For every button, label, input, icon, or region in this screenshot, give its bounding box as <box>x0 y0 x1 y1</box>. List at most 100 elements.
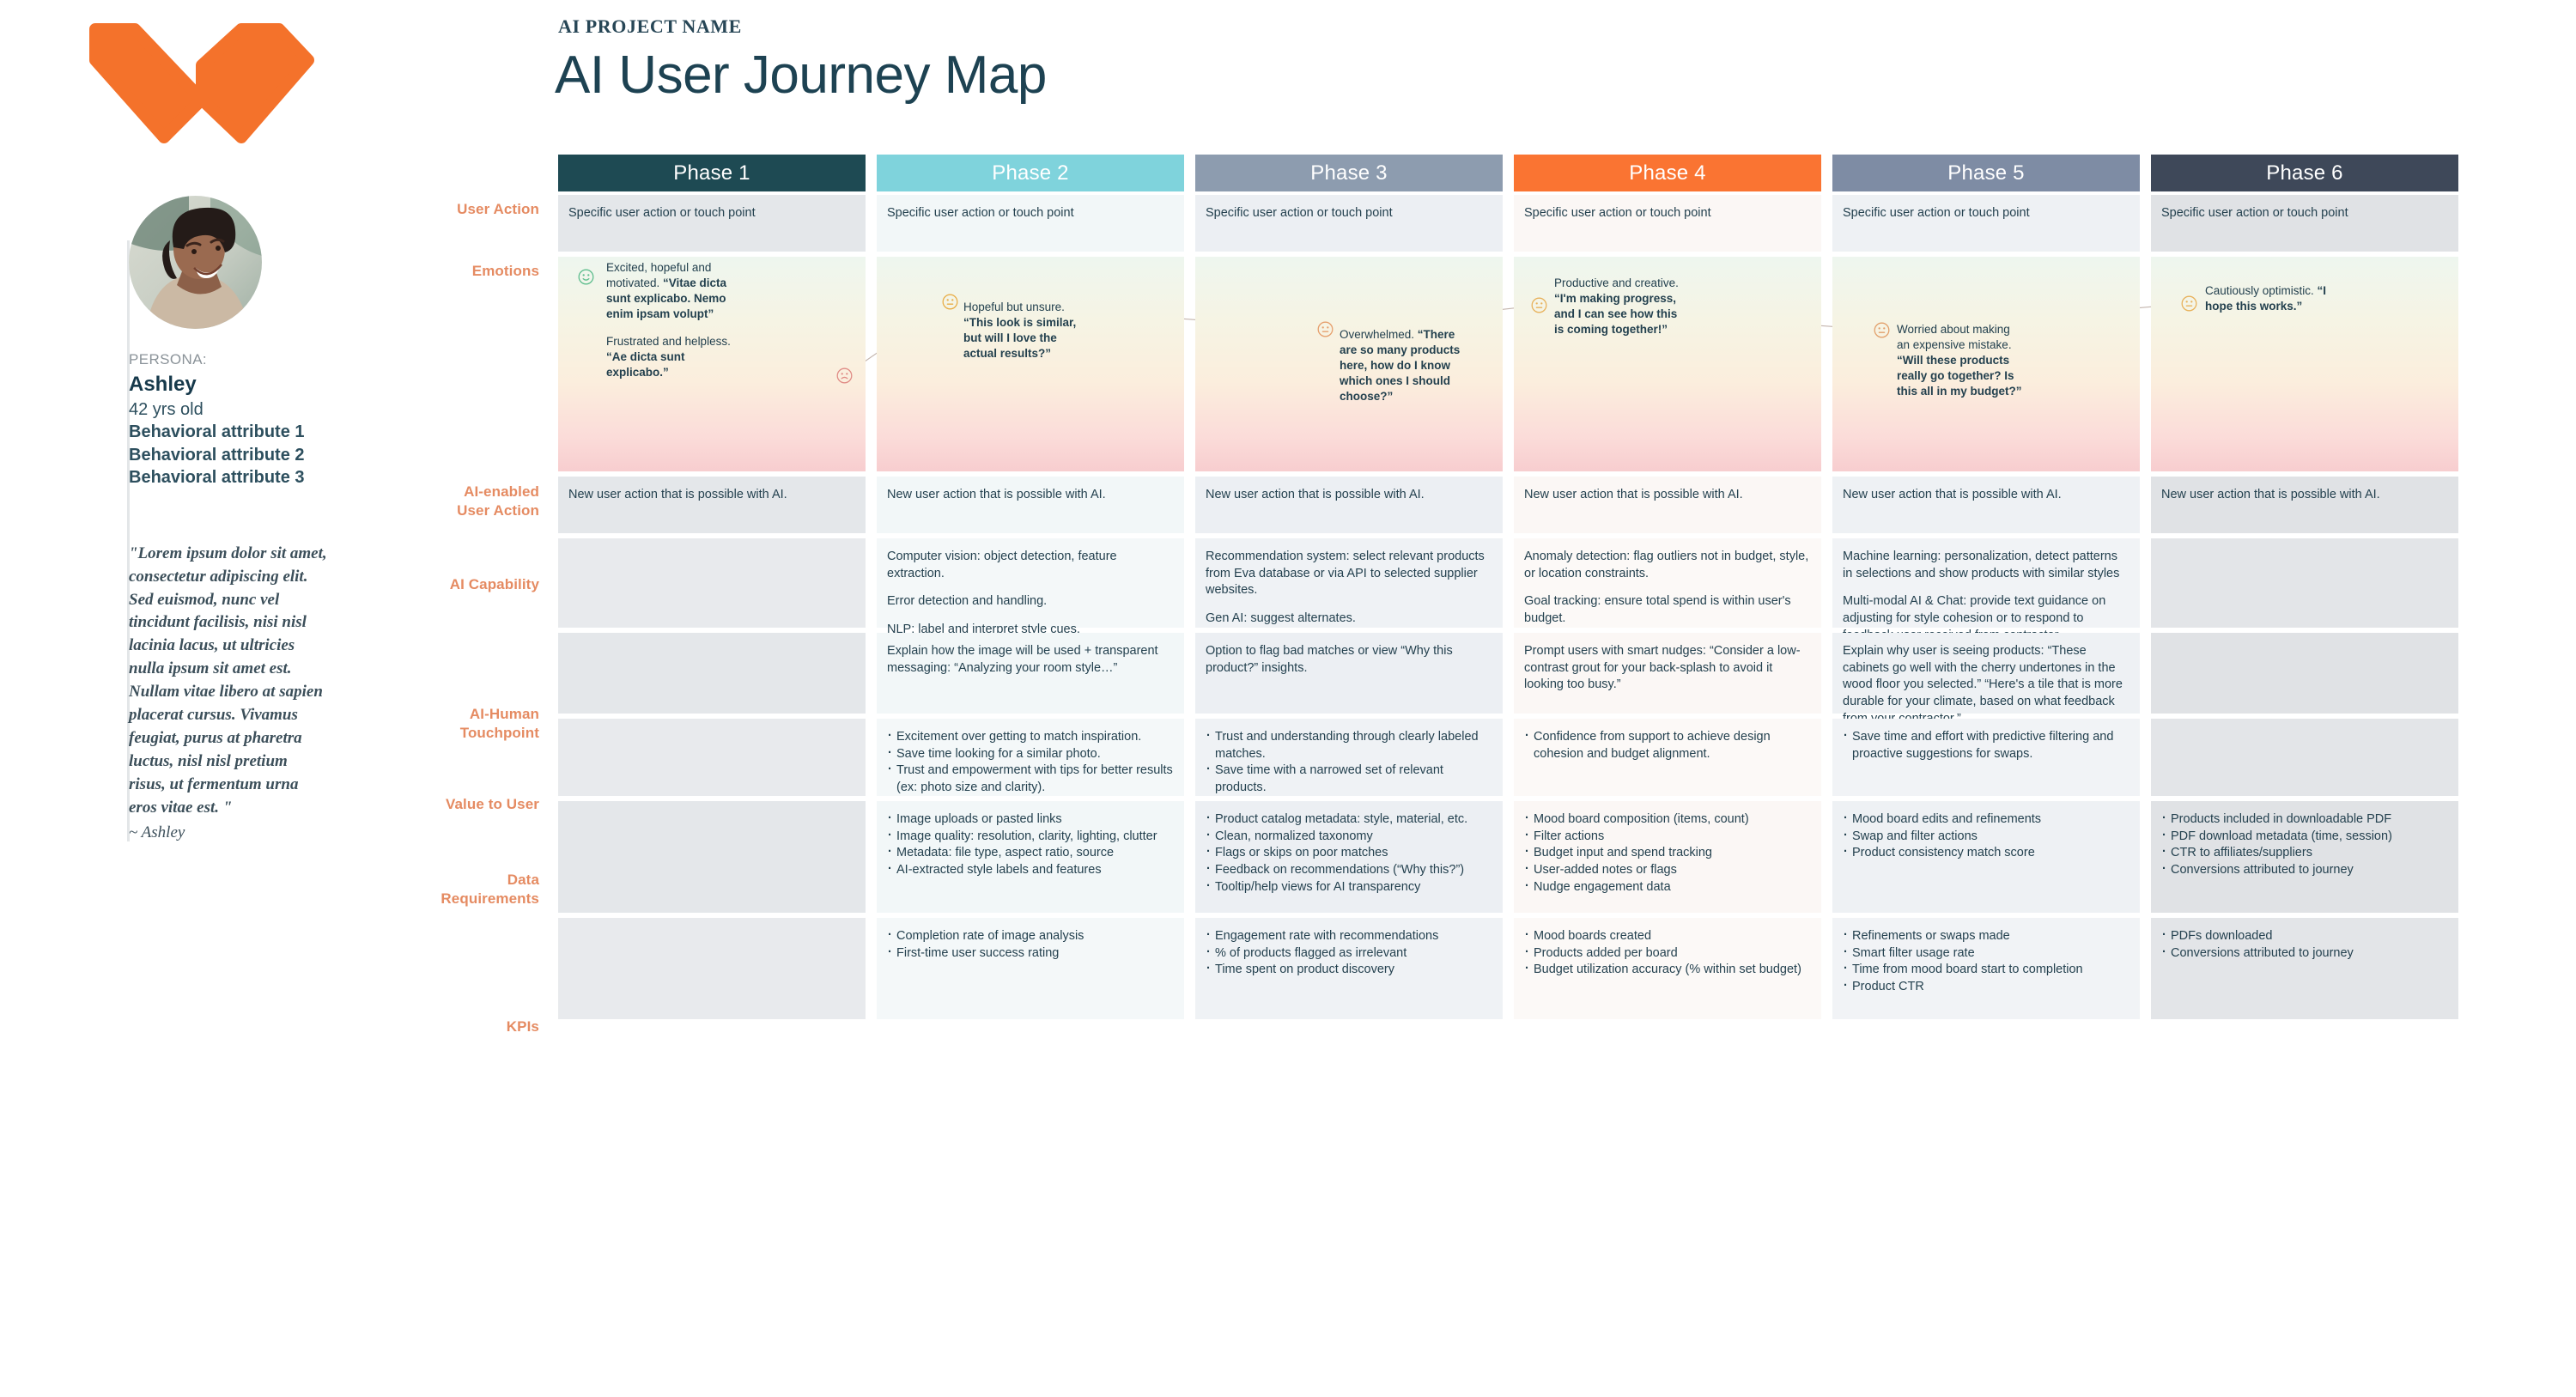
data-requirements-cell-list: Products included in downloadable PDFPDF… <box>2151 801 2458 879</box>
list-item: Product consistency match score <box>1843 844 2129 862</box>
paragraph: Goal tracking: ensure total spend is wit… <box>1524 594 1791 626</box>
row-label-kpis: KPIs <box>506 1018 539 1035</box>
kpis-cell-6: PDFs downloadedConversions attributed to… <box>2151 918 2458 1019</box>
row-data-requirements: Image uploads or pasted linksImage quali… <box>558 801 2458 913</box>
phase-header-cell-4: Phase 4 <box>1514 155 1821 191</box>
list-item: Time spent on product discovery <box>1206 961 1492 979</box>
ai-capability-cell-text: Computer vision: object detection, featu… <box>877 538 1184 639</box>
phase-header-1[interactable]: Phase 1 <box>558 155 866 191</box>
data-requirements-cell-list: Mood board composition (items, count)Fil… <box>1514 801 1821 896</box>
ai-capability-cell-1 <box>558 538 866 628</box>
persona-signature: ~ Ashley <box>129 823 185 842</box>
kpis-cell-4: Mood boards createdProducts added per bo… <box>1514 918 1821 1019</box>
list-item: Mood board composition (items, count) <box>1524 811 1811 829</box>
value-to-user-cell-3: Trust and understanding through clearly … <box>1195 719 1503 796</box>
list-item: PDF download metadata (time, session) <box>2161 828 2448 846</box>
list-item: Conversions attributed to journey <box>2161 861 2448 879</box>
list-item: Image quality: resolution, clarity, ligh… <box>887 828 1174 846</box>
emotion-note-plain: Overwhelmed. <box>1340 328 1418 341</box>
user-action-cell-2: Specific user action or touch point <box>877 195 1184 252</box>
phase-header-5[interactable]: Phase 5 <box>1832 155 2140 191</box>
ai-human-touchpoint-cell-text: Explain how the image will be used + tra… <box>877 633 1184 677</box>
list-item: CTR to affiliates/suppliers <box>2161 844 2448 862</box>
list-item: Filter actions <box>1524 828 1811 846</box>
emotion-note-7: Cautiously optimistic. “I hope this work… <box>2205 283 2334 314</box>
ai-capability-cell-2: Computer vision: object detection, featu… <box>877 538 1184 636</box>
ai-enabled-cell-2: New user action that is possible with AI… <box>877 477 1184 533</box>
persona-quote: "Lorem ipsum dolor sit amet, consectetur… <box>129 543 328 846</box>
kpis-cell-list: Completion rate of image analysisFirst-t… <box>877 918 1184 962</box>
value-to-user-cell-list: Confidence from support to achieve desig… <box>1514 719 1821 762</box>
list-item: Trust and empowerment with tips for bett… <box>887 762 1174 796</box>
emotion-note-quote: “This look is similar, but will I love t… <box>963 315 1077 360</box>
list-item: Metadata: file type, aspect ratio, sourc… <box>887 844 1174 862</box>
list-item: Engagement rate with recommendations <box>1206 927 1492 945</box>
value-to-user-cell-list: Trust and understanding through clearly … <box>1195 719 1503 797</box>
value-to-user-cell-5: Save time and effort with predictive fil… <box>1832 719 2140 796</box>
ai-enabled-cell-4: New user action that is possible with AI… <box>1514 477 1821 533</box>
data-requirements-cell-list: Mood board edits and refinementsSwap and… <box>1832 801 2140 862</box>
phase-header-2[interactable]: Phase 2 <box>877 155 1184 191</box>
emotion-note-quote: “Ae dicta sunt explicabo.” <box>606 349 685 379</box>
kpis-cell-3: Engagement rate with recommendations% of… <box>1195 918 1503 1019</box>
w-logo <box>82 17 322 146</box>
journey-grid: AI PROJECT NAME AI User Journey Map User… <box>440 0 2576 1397</box>
ai-human-touchpoint-cell-3: Option to flag bad matches or view “Why … <box>1195 633 1503 714</box>
value-to-user-cell-1 <box>558 719 866 796</box>
user-action-cell-text: Specific user action or touch point <box>2161 206 2348 220</box>
emotion-face-neutral-icon <box>1317 321 1334 337</box>
emotion-cell-1: Excited, hopeful and motivated. “Vitae d… <box>558 257 866 471</box>
emotion-note-6: Worried about making an expensive mistak… <box>1897 322 2026 399</box>
phase-header-3[interactable]: Phase 3 <box>1195 155 1503 191</box>
ai-human-touchpoint-cell-1 <box>558 633 866 714</box>
paragraph: Option to flag bad matches or view “Why … <box>1206 644 1453 675</box>
emotion-note-plain: Excited, hopeful and motivated. <box>606 261 712 289</box>
project-kicker: AI PROJECT NAME <box>558 15 742 37</box>
ai-human-touchpoint-cell-text: Prompt users with smart nudges: “Conside… <box>1514 633 1821 694</box>
list-item: Flags or skips on poor matches <box>1206 844 1492 862</box>
value-to-user-cell-list: Save time and effort with predictive fil… <box>1832 719 2140 762</box>
emotion-note-plain: Productive and creative. <box>1554 276 1679 289</box>
user-action-cell-text: Specific user action or touch point <box>887 206 1074 220</box>
row-ai-capability: Computer vision: object detection, featu… <box>558 538 2458 653</box>
list-item: % of products flagged as irrelevant <box>1206 944 1492 963</box>
phase-header-6[interactable]: Phase 6 <box>2151 155 2458 191</box>
ai-human-touchpoint-cell-text: Option to flag bad matches or view “Why … <box>1195 633 1503 677</box>
emotion-cell-2: Hopeful but unsure. “This look is simila… <box>877 257 1184 471</box>
emotion-cell-6: Cautiously optimistic. “I hope this work… <box>2151 257 2458 471</box>
row-user-action: Specific user action or touch point Speci… <box>558 195 2458 252</box>
ai-enabled-cell-5: New user action that is possible with AI… <box>1832 477 2140 533</box>
emotion-face-neutral-icon <box>1531 297 1547 313</box>
ai-human-touchpoint-cell-2: Explain how the image will be used + tra… <box>877 633 1184 714</box>
emotion-note-quote: “Will these products really go together?… <box>1897 353 2022 398</box>
list-item: Save time looking for a similar photo. <box>887 745 1174 763</box>
row-label-value-to-user: Value to User <box>445 796 539 812</box>
persona-age: 42 yrs old <box>129 400 204 419</box>
list-item: Completion rate of image analysis <box>887 927 1174 945</box>
list-item: Refinements or swaps made <box>1843 927 2129 945</box>
paragraph: Error detection and handling. <box>887 594 1048 609</box>
row-label-emotions: Emotions <box>471 263 539 279</box>
kpis-cell-list: Refinements or swaps madeSmart filter us… <box>1832 918 2140 996</box>
list-item: Time from mood board start to completion <box>1843 961 2129 979</box>
data-requirements-cell-list: Image uploads or pasted linksImage quali… <box>877 801 1184 879</box>
ai-enabled-cell-text: New user action that is possible with AI… <box>1843 488 2062 501</box>
value-to-user-cell-2: Excitement over getting to match inspira… <box>877 719 1184 796</box>
emotion-face-neutral-icon <box>942 294 958 310</box>
row-emotions: Excited, hopeful and motivated. “Vitae d… <box>558 257 2458 471</box>
list-item: Nudge engagement data <box>1524 878 1811 896</box>
row-value-to-user: Excitement over getting to match inspira… <box>558 719 2458 796</box>
list-item: User-added notes or flags <box>1524 861 1811 879</box>
user-action-cell-text: Specific user action or touch point <box>1206 206 1393 220</box>
persona-attribute-3: Behavioral attribute 3 <box>129 468 305 488</box>
persona-quote-text: "Lorem ipsum dolor sit amet, consectetur… <box>129 544 327 817</box>
list-item: Tooltip/help views for AI transparency <box>1206 878 1492 896</box>
list-item: First-time user success rating <box>887 944 1174 963</box>
ai-enabled-cell-3: New user action that is possible with AI… <box>1195 477 1503 533</box>
value-to-user-cell-6 <box>2151 719 2458 796</box>
phase-header-row: Phase 1 Phase 2 Phase 3 Phase 4 Phase 5 Phase… <box>558 155 2458 191</box>
list-item: Budget utilization accuracy (% within se… <box>1524 961 1811 979</box>
emotion-note-1: Excited, hopeful and motivated. “Vitae d… <box>606 260 735 322</box>
phase-header-4[interactable]: Phase 4 <box>1514 155 1821 191</box>
